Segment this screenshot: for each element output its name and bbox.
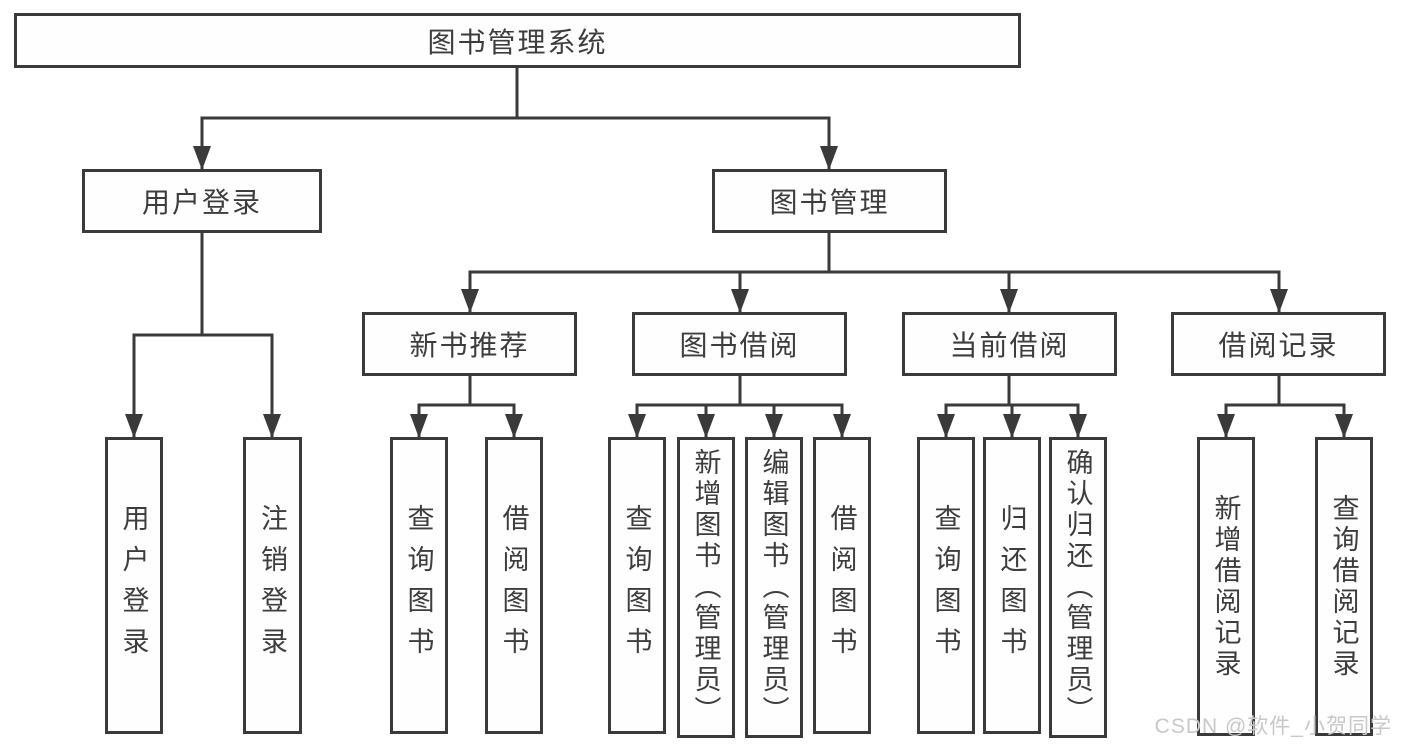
leaf-logout: 注销登录 <box>243 437 302 734</box>
leaf-borrow-books-recommend-label: 借阅图书 <box>498 503 529 668</box>
leaf-confirm-return-admin-label: 确认归还（管理员） <box>1062 448 1093 727</box>
leaf-query-books-recommend-label: 查询图书 <box>403 503 434 668</box>
node-new-book-recommend: 新书推荐 <box>362 312 577 376</box>
leaf-query-books-current: 查询图书 <box>917 437 975 734</box>
node-book-management-label: 图书管理 <box>769 187 890 218</box>
node-current-borrow: 当前借阅 <box>902 312 1117 376</box>
node-library-system-label: 图书管理系统 <box>427 26 608 58</box>
leaf-query-books-current-label: 查询图书 <box>930 503 961 668</box>
leaf-add-book-admin: 新增图书（管理员） <box>677 437 735 738</box>
leaf-logout-label: 注销登录 <box>257 503 287 668</box>
node-book-borrow: 图书借阅 <box>632 312 847 376</box>
leaf-query-borrow-record: 查询借阅记录 <box>1315 437 1373 736</box>
leaf-edit-book-admin-label: 编辑图书（管理员） <box>758 448 789 727</box>
node-user-login-label: 用户登录 <box>141 187 262 218</box>
leaf-add-borrow-record: 新增借阅记录 <box>1197 437 1255 736</box>
node-library-system: 图书管理系统 <box>14 13 1021 68</box>
leaf-return-book: 归还图书 <box>983 437 1041 734</box>
leaf-edit-book-admin: 编辑图书（管理员） <box>745 437 803 738</box>
leaf-add-book-admin-label: 新增图书（管理员） <box>690 448 721 727</box>
leaf-query-books-borrow: 查询图书 <box>608 437 666 734</box>
leaf-user-login-label: 用户登录 <box>118 503 149 668</box>
leaf-query-borrow-record-label: 查询借阅记录 <box>1328 493 1359 680</box>
tree-edges <box>125 68 1353 438</box>
leaf-borrow-books-borrow: 借阅图书 <box>813 437 871 734</box>
node-borrow-records-label: 借阅记录 <box>1218 330 1339 361</box>
node-book-management: 图书管理 <box>712 169 947 233</box>
leaf-add-borrow-record-label: 新增借阅记录 <box>1210 493 1241 680</box>
leaf-borrow-books-recommend: 借阅图书 <box>485 437 543 734</box>
node-book-borrow-label: 图书借阅 <box>679 330 800 361</box>
leaf-return-book-label: 归还图书 <box>996 503 1027 668</box>
csdn-watermark: CSDN @软件_小贺同学 <box>1154 715 1392 738</box>
node-new-book-recommend-label: 新书推荐 <box>409 330 530 361</box>
leaf-user-login: 用户登录 <box>105 437 163 734</box>
node-user-login: 用户登录 <box>82 169 322 233</box>
leaf-borrow-books-borrow-label: 借阅图书 <box>826 503 857 668</box>
leaf-query-books-borrow-label: 查询图书 <box>621 503 652 668</box>
leaf-query-books-recommend: 查询图书 <box>390 437 448 734</box>
node-current-borrow-label: 当前借阅 <box>949 330 1070 361</box>
leaf-confirm-return-admin: 确认归还（管理员） <box>1049 437 1107 738</box>
node-borrow-records: 借阅记录 <box>1171 312 1386 376</box>
